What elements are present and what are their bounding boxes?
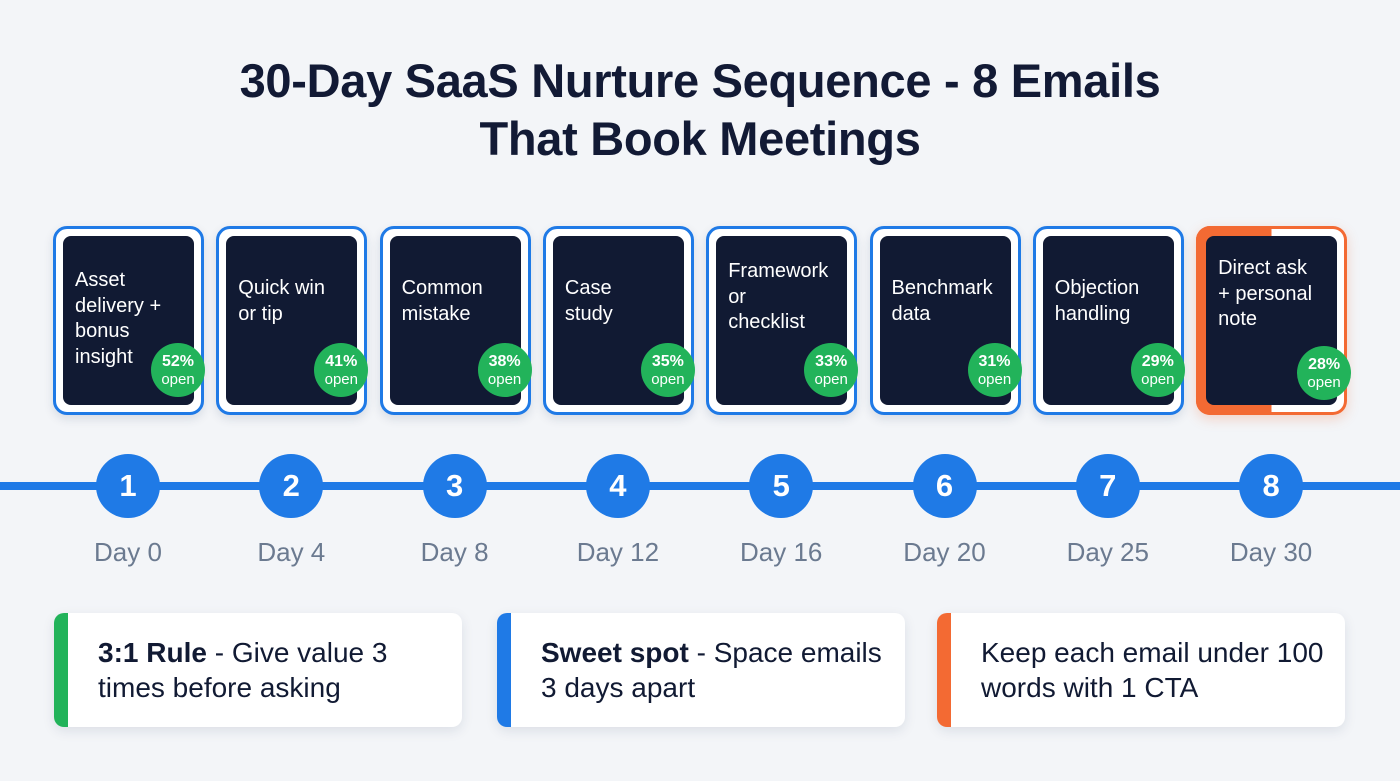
open-rate-label: open (1307, 373, 1341, 391)
open-rate-badge: 41%open (314, 343, 369, 397)
email-card-label: Direct ask + personal note (1218, 256, 1329, 333)
title-line-2: That Book Meetings (479, 112, 921, 165)
email-card-label-line: delivery + (75, 294, 162, 317)
timeline-step-3: 3 (422, 454, 487, 518)
email-card-label-line: Direct ask (1218, 257, 1307, 279)
open-rate-label: open (651, 370, 685, 388)
open-rate-value: 41% (325, 352, 358, 370)
open-rate-label: open (1141, 370, 1175, 388)
email-card-label-line: Objection (1054, 277, 1140, 299)
open-rate-value: 28% (1308, 355, 1341, 373)
tip-accent-bar (497, 613, 511, 727)
email-card-3: Common mistake 38%open (379, 226, 532, 415)
open-rate-badge: 28%open (1297, 346, 1352, 400)
email-card-label-line: or tip (238, 302, 283, 325)
email-card-label-line: note (1218, 308, 1258, 330)
email-card-panel: Asset delivery + bonus insight (63, 236, 194, 405)
day-label: Day 25 (1066, 537, 1149, 567)
email-card-label-line: + personal (1218, 282, 1313, 305)
email-card-4: Case study 35%open (542, 226, 695, 415)
email-card-label: Case study (565, 276, 676, 327)
timeline-step-5: 5 (749, 454, 814, 518)
email-card-label-line: Framework (728, 260, 829, 282)
open-rate-value: 33% (815, 352, 848, 370)
open-rate-value: 52% (161, 352, 195, 370)
email-card-label-line: or (728, 285, 746, 308)
tip-card-2: Sweet spot - Space emails 3 days apart (497, 613, 905, 727)
timeline-step-1: 1 (96, 454, 160, 518)
email-card-7: Objection handling 29%open (1032, 226, 1185, 415)
timeline-step-6: 6 (912, 454, 977, 518)
email-card-label: Quick win or tip (238, 276, 349, 327)
email-card-1: Asset delivery + bonus insight 52%open (53, 226, 205, 415)
open-rate-badge: 35%open (640, 343, 695, 397)
tip-accent-bar (54, 613, 68, 727)
timeline-line (0, 482, 1400, 490)
page-title: 30-Day SaaS Nurture Sequence - 8 Emails … (0, 52, 1400, 168)
email-card-label-line: Quick win (238, 277, 325, 299)
email-card-label-line: mistake (401, 302, 471, 325)
tip-bold: Sweet spot (541, 637, 689, 668)
tip-bold: 3:1 Rule (98, 637, 207, 668)
open-rate-badge: 29%open (1130, 343, 1185, 397)
open-rate-badge: 52%open (151, 343, 205, 397)
email-card-label: Objection handling (1055, 276, 1166, 327)
email-card-6: Benchmark data 31%open (869, 226, 1022, 415)
email-card-label: Asset delivery + bonus insight (75, 268, 186, 370)
timeline-step-2: 2 (259, 454, 324, 518)
email-card-label: Framework or checklist (728, 259, 839, 336)
email-card-label-line: Case (564, 277, 612, 299)
day-label: Day 4 (257, 537, 326, 567)
open-rate-value: 29% (1141, 352, 1174, 370)
timeline-step-8: 8 (1239, 454, 1304, 518)
tip-body: Keep each email under 100 words with 1 C… (981, 637, 1324, 703)
open-rate-value: 31% (978, 352, 1011, 370)
tip-body: - Space emails 3 days apart (541, 637, 882, 703)
open-rate-label: open (161, 370, 195, 388)
email-card-panel: Benchmark data (879, 236, 1011, 405)
open-rate-label: open (977, 370, 1012, 388)
email-card-label-line: data (891, 302, 931, 325)
open-rate-badge: 31%open (967, 343, 1022, 397)
open-rate-label: open (814, 370, 848, 388)
email-card-label-line: bonus (75, 320, 130, 342)
timeline-step-4: 4 (585, 454, 650, 518)
email-card-label: Common mistake (402, 276, 513, 327)
day-label: Day 16 (739, 537, 823, 567)
email-card-label-line: handling (1054, 302, 1131, 325)
tip-accent-bar (937, 613, 951, 727)
email-card-5: Framework or checklist 33%open (706, 226, 859, 415)
tip-card-1: 3:1 Rule - Give value 3 times before ask… (54, 613, 462, 727)
day-label: Day 0 (94, 537, 162, 567)
email-card-2: Quick win or tip 41%open (216, 226, 369, 415)
open-rate-value: 35% (651, 352, 684, 370)
open-rate-label: open (487, 370, 522, 388)
email-card-label-line: checklist (728, 311, 805, 333)
open-rate-value: 38% (488, 352, 521, 370)
tip-text: 3:1 Rule - Give value 3 times before ask… (98, 635, 442, 705)
open-rate-label: open (324, 370, 358, 388)
day-label: Day 20 (903, 537, 986, 567)
timeline-step-7: 7 (1075, 454, 1140, 518)
day-label: Day 8 (420, 537, 489, 567)
tip-card-3: Keep each email under 100 words with 1 C… (937, 613, 1345, 727)
tip-body: - Give value 3 times before asking (98, 637, 388, 703)
open-rate-badge: 38%open (477, 343, 532, 397)
email-card-label-line: insight (75, 345, 133, 368)
day-label: Day 12 (576, 537, 660, 567)
email-card-label: Benchmark data (892, 276, 1003, 327)
email-card-label-line: Asset (75, 269, 126, 291)
email-card-label-line: Benchmark (891, 277, 993, 299)
tip-text: Keep each email under 100 words with 1 C… (981, 635, 1325, 705)
open-rate-badge: 33%open (804, 343, 859, 397)
email-card-label-line: study (564, 302, 613, 325)
day-label: Day 30 (1229, 537, 1313, 567)
title-line-1: 30-Day SaaS Nurture Sequence - 8 Emails (239, 54, 1161, 107)
email-card-label-line: Common (401, 277, 483, 299)
email-card-panel: Case study (552, 236, 684, 405)
tip-text: Sweet spot - Space emails 3 days apart (541, 635, 885, 705)
email-card-8: Direct ask + personal note 28%open (1196, 226, 1352, 415)
